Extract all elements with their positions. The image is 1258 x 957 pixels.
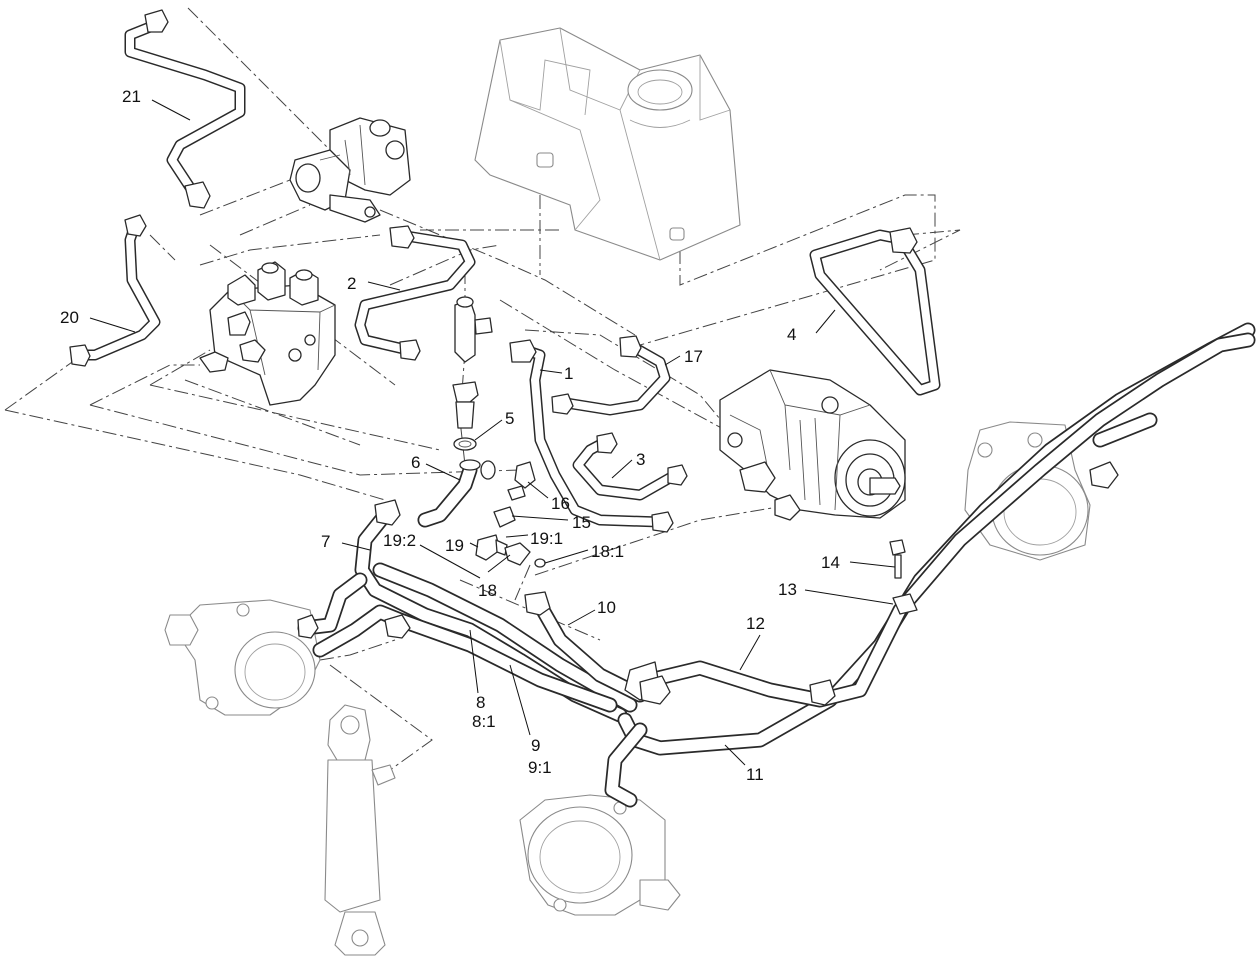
- hose-11-return: [604, 722, 648, 808]
- callout-11: 11: [746, 765, 764, 784]
- callout-19: 19: [445, 536, 464, 555]
- callout-13: 13: [778, 580, 797, 599]
- callout-8-1: 8:1: [472, 712, 496, 731]
- hydraulic-tank: [474, 27, 741, 261]
- callout-17: 17: [684, 347, 703, 366]
- tube-3: [572, 432, 688, 501]
- adapter-fitting: [452, 381, 479, 429]
- clamp-13: [892, 593, 918, 615]
- tube-4: [809, 227, 941, 396]
- fitting-18: [504, 542, 546, 568]
- o-ring-5: [453, 437, 477, 451]
- tube-21: [124, 9, 246, 209]
- callout-16: 16: [551, 494, 570, 513]
- callout-20: 20: [60, 308, 79, 327]
- top-valve: [289, 117, 411, 223]
- callout-3: 3: [636, 450, 645, 469]
- callout-labels: 1 2 3 4 5 6 7 8 8:1 9 9:1 10 11 12 13 14…: [60, 87, 840, 784]
- hose-10: [524, 591, 648, 703]
- callout-18: 18: [478, 581, 497, 600]
- callout-9: 9: [531, 736, 540, 755]
- hose-fittings: [297, 614, 836, 706]
- hydrostatic-pump: [719, 369, 906, 521]
- wheel-motor-left: [164, 599, 321, 716]
- callout-6: 6: [411, 453, 420, 472]
- callout-19-2: 19:2: [383, 531, 416, 550]
- hose-11: [617, 322, 1256, 756]
- callout-19-1: 19:1: [530, 529, 563, 548]
- fitting-15: [493, 506, 516, 528]
- callout-21: 21: [122, 87, 141, 106]
- elbow-16: [507, 461, 536, 501]
- tube-20: [69, 214, 161, 367]
- lift-cylinder: [324, 704, 396, 956]
- callout-2: 2: [347, 274, 356, 293]
- hose-6: [417, 459, 481, 528]
- callout-10: 10: [597, 598, 616, 617]
- clamp-6: [480, 460, 496, 480]
- bolt-14: [889, 539, 906, 579]
- callout-14: 14: [821, 553, 840, 572]
- callout-18-1: 18:1: [591, 542, 624, 561]
- control-valve-block: [199, 261, 336, 406]
- wheel-motor-rear: [519, 794, 681, 916]
- tube-17: [551, 335, 671, 416]
- leader-lines: [89, 99, 896, 766]
- tube-1: [509, 339, 674, 533]
- callout-1: 1: [564, 364, 573, 383]
- callout-5: 5: [505, 409, 514, 428]
- callout-8: 8: [476, 693, 485, 712]
- tee-19: [475, 534, 508, 561]
- callout-4: 4: [787, 325, 796, 344]
- tube-2: [354, 225, 476, 361]
- callout-12: 12: [746, 614, 765, 633]
- callout-7: 7: [321, 532, 330, 551]
- hose-9: [312, 604, 618, 713]
- hose-12: [642, 332, 1256, 708]
- tee-fitting: [454, 296, 493, 363]
- callout-15: 15: [572, 513, 591, 532]
- callout-9-1: 9:1: [528, 758, 552, 777]
